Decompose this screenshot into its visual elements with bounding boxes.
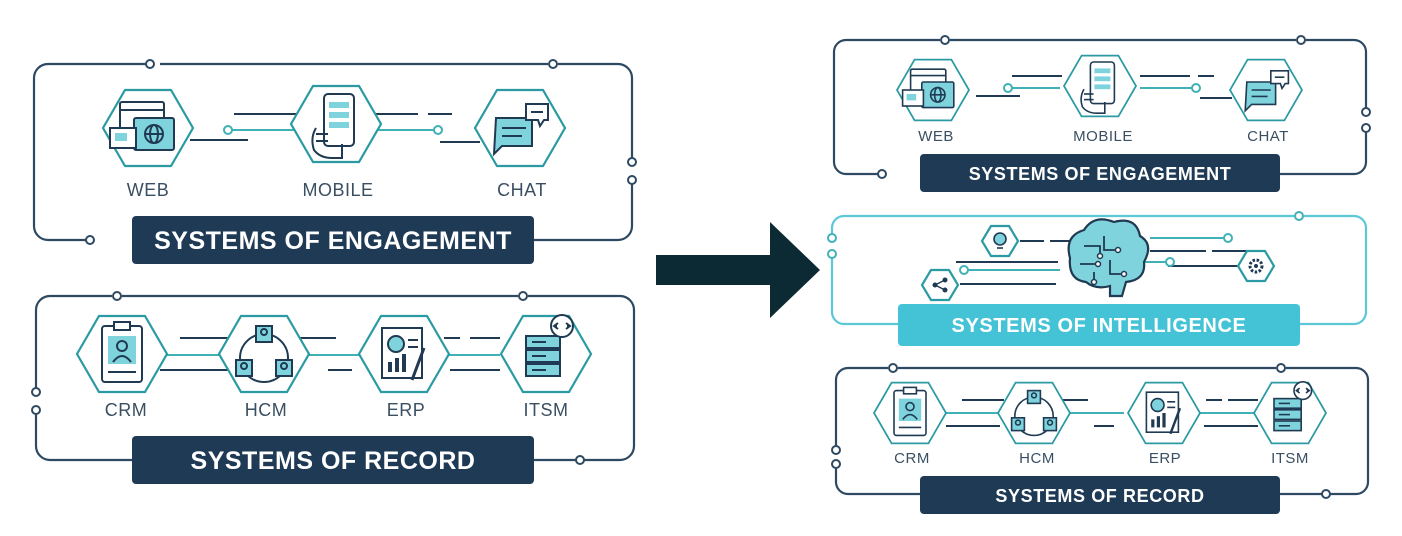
crm-label: CRM xyxy=(105,400,148,420)
mobile-label: MOBILE xyxy=(302,180,373,200)
left-record-group: CRM HCM ERP ITSM SYSTEMS OF RECORD xyxy=(31,291,636,484)
record-band-title-2: SYSTEMS OF RECORD xyxy=(995,486,1204,506)
chat-label: CHAT xyxy=(497,180,547,200)
intelligence-band-title: SYSTEMS OF INTELLIGENCE xyxy=(952,315,1247,337)
right-intelligence-group: SYSTEMS OF INTELLIGENCE xyxy=(827,211,1368,346)
crm-label-2: CRM xyxy=(894,450,930,467)
intelligence-band xyxy=(898,304,1300,346)
mobile-phone-icon-2 xyxy=(1063,54,1137,118)
itsm-label-2: ITSM xyxy=(1271,450,1309,467)
hcm-label: HCM xyxy=(245,400,288,420)
itsm-server-icon-2 xyxy=(1253,380,1327,445)
hcm-label-2: HCM xyxy=(1019,450,1055,467)
web-browser-icon-2 xyxy=(896,58,970,122)
erp-report-icon-2 xyxy=(1126,381,1202,445)
gear-icon xyxy=(1236,249,1276,283)
right-engagement-group: WEB MOBILE CHAT SYSTEMS OF ENGAGEMENT xyxy=(832,35,1371,192)
record-band xyxy=(132,436,534,484)
brain-circuit-icon xyxy=(1067,218,1150,298)
engagement-band-title: SYSTEMS OF ENGAGEMENT xyxy=(154,227,512,255)
record-band-title: SYSTEMS OF RECORD xyxy=(191,447,476,475)
hcm-people-icon xyxy=(217,314,311,394)
right-record-group: CRM HCM ERP ITSM SYSTEMS OF RECORD xyxy=(831,363,1370,514)
mobile-label-2: MOBILE xyxy=(1073,128,1133,145)
crm-clipboard-icon xyxy=(75,314,169,394)
share-icon xyxy=(920,268,960,302)
crm-clipboard-icon-2 xyxy=(873,381,947,445)
right-arrow-icon xyxy=(656,222,820,318)
lightbulb-icon xyxy=(980,224,1020,258)
itsm-label: ITSM xyxy=(524,400,569,420)
erp-report-icon xyxy=(357,314,451,394)
web-label: WEB xyxy=(127,180,170,200)
itsm-server-icon xyxy=(499,313,593,394)
web-label-2: WEB xyxy=(918,128,954,145)
erp-label-2: ERP xyxy=(1149,450,1181,467)
record-band-2 xyxy=(920,476,1280,514)
web-browser-icon xyxy=(101,88,195,168)
chat-bubble-icon xyxy=(473,88,567,168)
erp-label: ERP xyxy=(387,400,426,420)
left-engagement-group: WEB MOBILE CHAT SYSTEMS OF ENGAGEMENT xyxy=(32,59,637,264)
chat-label-2: CHAT xyxy=(1247,128,1289,145)
engagement-band-2 xyxy=(920,154,1280,192)
engagement-band xyxy=(132,216,534,264)
hcm-people-icon-2 xyxy=(997,381,1071,445)
engagement-band-title-2: SYSTEMS OF ENGAGEMENT xyxy=(969,164,1232,184)
chat-bubble-icon-2 xyxy=(1229,58,1303,122)
mobile-phone-icon xyxy=(289,84,383,164)
